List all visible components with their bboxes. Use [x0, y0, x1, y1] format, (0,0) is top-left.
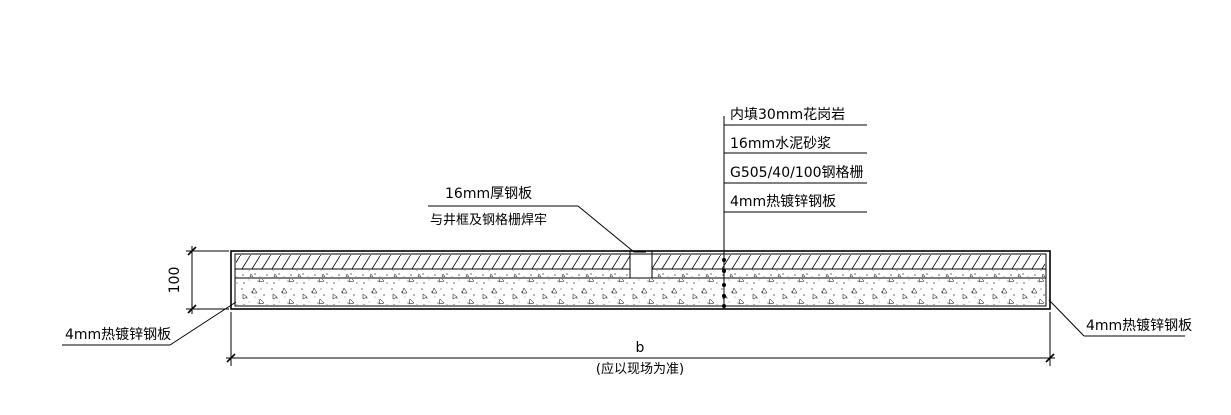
plate-note-line2: 与井框及钢格栅焊牢 — [430, 212, 547, 228]
plate-note-line1: 16mm厚钢板 — [445, 186, 532, 202]
callout-dot-4 — [722, 294, 726, 298]
right-plate-label-text: 4mm热镀锌钢板 — [1086, 317, 1192, 334]
right-plate-label: 4mm热镀锌钢板 — [1048, 299, 1192, 337]
inner-frame — [234, 253, 1047, 307]
width-dimension: b (应以现场为准) — [226, 312, 1055, 377]
callout-dot-1 — [722, 258, 726, 262]
left-plate-label-text: 4mm热镀锌钢板 — [65, 326, 171, 343]
mortar-layer-right — [652, 270, 1045, 277]
height-dimension: 100 — [167, 246, 229, 314]
callout-layer-2: 16mm水泥砂浆 — [730, 136, 831, 152]
granite-layer-right — [652, 255, 1045, 269]
grating-layer — [236, 279, 1045, 305]
callout-layer-1: 内填30mm花岗岩 — [730, 107, 845, 123]
left-plate-label: 4mm热镀锌钢板 — [62, 301, 237, 346]
steel-plate — [629, 250, 653, 279]
callout-dot-5 — [722, 304, 726, 308]
plate-note: 16mm厚钢板 与井框及钢格栅焊牢 — [428, 186, 646, 253]
callout-layer-4: 4mm热镀锌钢板 — [730, 193, 836, 210]
width-dimension-symbol: b — [636, 340, 645, 356]
mortar-layer-left — [236, 270, 630, 277]
granite-layer-left — [236, 255, 630, 269]
height-dimension-value: 100 — [167, 267, 183, 294]
callout-layer-3: G505/40/100钢格栅 — [730, 165, 864, 181]
width-dimension-note: (应以现场为准) — [596, 361, 684, 377]
grating-section — [230, 116, 1051, 310]
callout-dot-3 — [722, 283, 726, 287]
callout-dot-2 — [722, 269, 726, 273]
layer-callout: 内填30mm花岗岩 16mm水泥砂浆 G505/40/100钢格栅 4mm热镀锌… — [724, 107, 867, 213]
